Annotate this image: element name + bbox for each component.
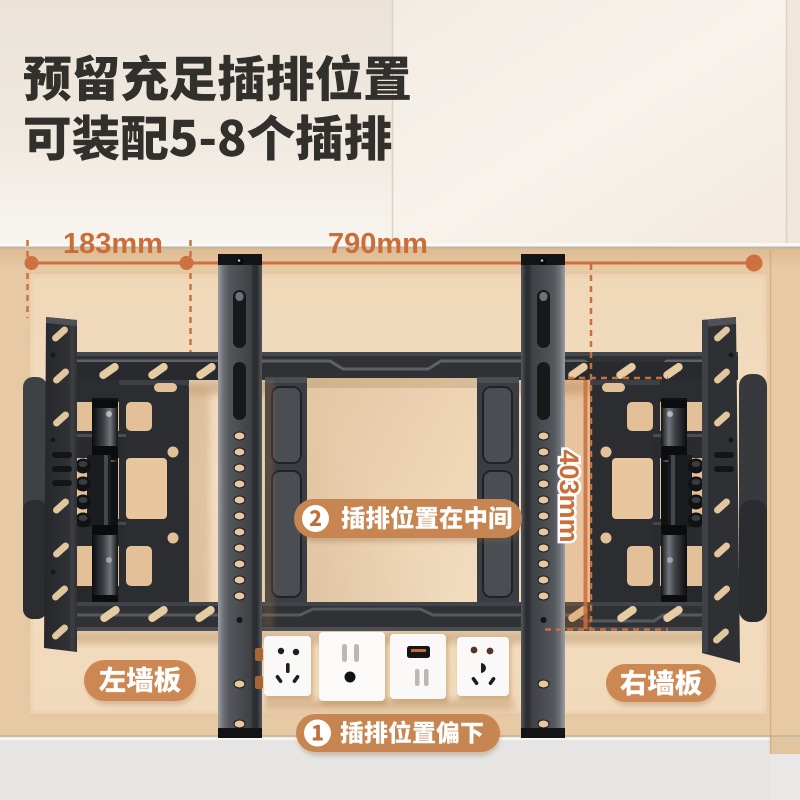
svg-text:403mm: 403mm [554,449,584,542]
svg-text:183mm: 183mm [63,228,163,260]
svg-text:790mm: 790mm [328,228,428,260]
